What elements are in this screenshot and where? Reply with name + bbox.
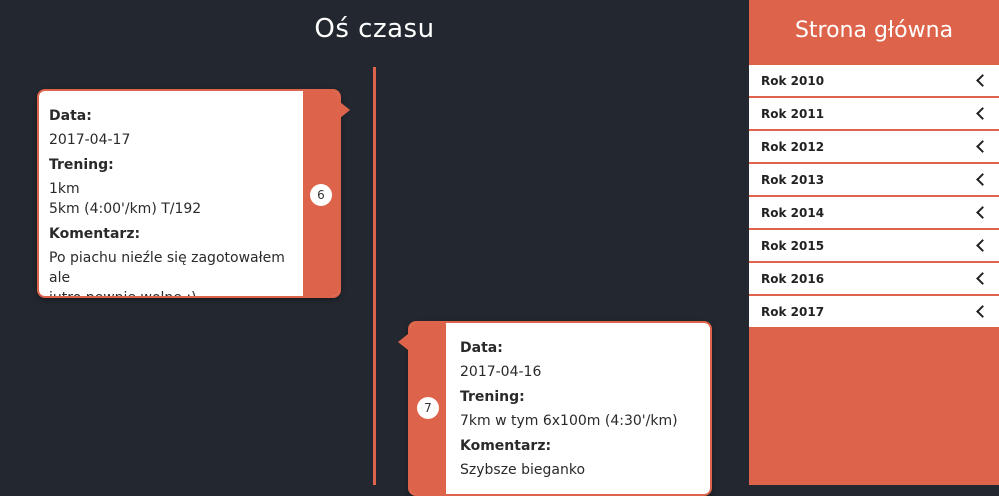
entry-training: 7km w tym 6x100m (4:30'/km) [460, 411, 700, 431]
chevron-left-icon [976, 140, 989, 153]
sidebar-item-2016[interactable]: Rok 2016 [749, 263, 999, 296]
year-label: Rok 2012 [761, 139, 825, 154]
timeline-entry: Data: 2017-04-17 Trening: 1km 5km (4:00'… [37, 89, 341, 298]
entry-side-strip: 6 [303, 91, 339, 296]
year-label: Rok 2011 [761, 106, 825, 121]
chevron-left-icon [976, 107, 989, 120]
entry-number-badge: 6 [310, 184, 332, 206]
year-label: Rok 2014 [761, 205, 825, 220]
training-label: Trening: [49, 157, 114, 173]
chevron-left-icon [976, 239, 989, 252]
comment-line: Szybsze bieganko [460, 462, 586, 478]
year-label: Rok 2013 [761, 172, 825, 187]
chevron-left-icon [976, 305, 989, 318]
chevron-left-icon [976, 206, 989, 219]
chevron-left-icon [976, 74, 989, 87]
entry-comment: Po piachu nieźle się zagotowałem ale jut… [49, 248, 293, 298]
training-line: 7km w tym 6x100m (4:30'/km) [460, 413, 678, 429]
chevron-left-icon [976, 173, 989, 186]
date-label: Data: [460, 340, 503, 356]
training-line: 1km [49, 181, 80, 197]
entry-comment: Szybsze bieganko [460, 460, 700, 480]
entry-date: 2017-04-17 [49, 132, 131, 148]
entry-content: Data: 2017-04-17 Trening: 1km 5km (4:00'… [39, 91, 303, 296]
entry-number-badge: 7 [417, 397, 439, 419]
sidebar-item-2013[interactable]: Rok 2013 [749, 164, 999, 197]
sidebar-title[interactable]: Strona główna [794, 18, 954, 43]
training-line: 5km (4:00'/km) T/192 [49, 201, 202, 217]
entry-pointer-arrow [398, 334, 408, 350]
sidebar-item-2017[interactable]: Rok 2017 [749, 296, 999, 329]
sidebar-item-2012[interactable]: Rok 2012 [749, 131, 999, 164]
timeline-entry: 7 Data: 2017-04-16 Trening: 7km w tym 6x… [408, 321, 712, 496]
page-title: Oś czasu [314, 14, 435, 44]
comment-line: jutro pewnie wolne ;) [49, 290, 197, 298]
sidebar-item-2011[interactable]: Rok 2011 [749, 98, 999, 131]
year-label: Rok 2010 [761, 73, 825, 88]
sidebar-item-2015[interactable]: Rok 2015 [749, 230, 999, 263]
chevron-left-icon [976, 272, 989, 285]
entry-pointer-arrow [340, 102, 350, 118]
training-label: Trening: [460, 389, 525, 405]
comment-line: Po piachu nieźle się zagotowałem ale [49, 250, 285, 286]
entry-date: 2017-04-16 [460, 364, 542, 380]
date-label: Data: [49, 108, 92, 124]
sidebar: Strona główna Rok 2010 Rok 2011 Rok 2012… [749, 0, 999, 485]
entry-training: 1km 5km (4:00'/km) T/192 [49, 179, 293, 219]
entry-side-strip: 7 [410, 323, 446, 494]
year-label: Rok 2017 [761, 304, 825, 319]
comment-label: Komentarz: [49, 226, 141, 242]
timeline-line [373, 67, 376, 485]
comment-label: Komentarz: [460, 438, 552, 454]
sidebar-item-2014[interactable]: Rok 2014 [749, 197, 999, 230]
year-label: Rok 2015 [761, 238, 825, 253]
year-list: Rok 2010 Rok 2011 Rok 2012 Rok 2013 Rok … [749, 65, 999, 329]
year-label: Rok 2016 [761, 271, 825, 286]
entry-content: Data: 2017-04-16 Trening: 7km w tym 6x10… [450, 323, 710, 494]
sidebar-item-2010[interactable]: Rok 2010 [749, 65, 999, 98]
